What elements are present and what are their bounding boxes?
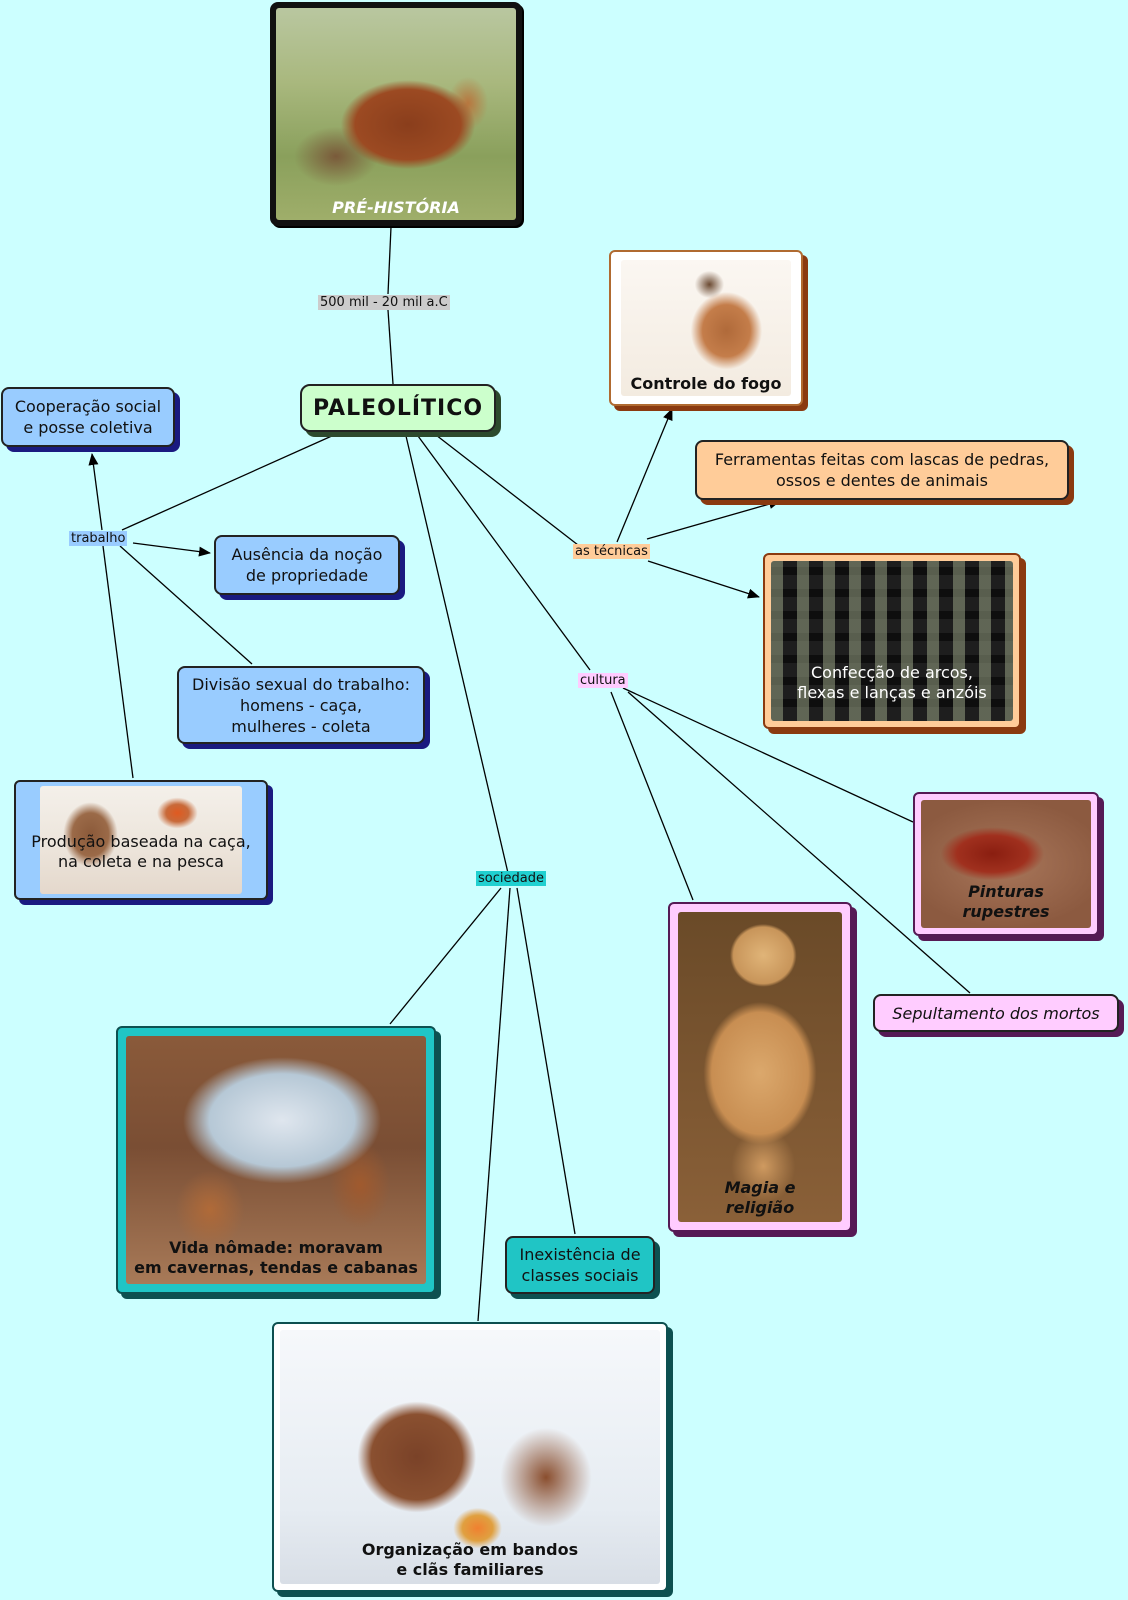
linker-sociedade: sociedade [476, 871, 546, 886]
link-sociedade-nomade [389, 887, 502, 1025]
prehistoria-image-node: PRÉ-HISTÓRIA [270, 2, 522, 226]
pinturas-caption: Pinturas rupestres [962, 882, 1050, 921]
magia-image-node: Magia e religião [668, 902, 852, 1232]
pinturas-image-node: Pinturas rupestres [913, 792, 1099, 936]
magia-caption: Magia e religião [724, 1178, 796, 1217]
cave-life-image [126, 1036, 426, 1284]
cooperacao-node: Cooperação social e posse coletiva [1, 387, 175, 447]
fogo-image-node: Controle do fogo [609, 250, 803, 406]
ausencia-text: Ausência da noção de propriedade [231, 545, 383, 585]
link-trabalho-ausencia [132, 542, 211, 557]
link-sociedade-organizacao [477, 887, 511, 1322]
sepultamento-node: Sepultamento dos mortos [873, 994, 1119, 1032]
link-trabalho-divisao [119, 545, 253, 665]
link-tecnicas-fogo [616, 408, 673, 543]
link-trabalho-producao [102, 545, 134, 779]
linker-trabalho: trabalho [69, 531, 128, 546]
ausencia-node: Ausência da noção de propriedade [214, 535, 400, 595]
link-paleolitico-cultura [417, 435, 591, 671]
linker-cultura: cultura [578, 673, 628, 688]
organizacao-image-node: Organização em bandos e clãs familiares [272, 1322, 668, 1592]
stone-tools-image [771, 561, 1013, 721]
nomade-image-node: Vida nômade: moravam em cavernas, tendas… [116, 1026, 436, 1294]
cooperacao-text: Cooperação social e posse coletiva [14, 397, 162, 437]
link-paleolitico-trabalho [121, 434, 335, 531]
arcos-image-node: Confecção de arcos, flexas e lanças e an… [763, 553, 1021, 729]
linker-tecnicas: as técnicas [573, 544, 650, 559]
link-tecnicas-arcos [647, 560, 760, 599]
ferramentas-node: Ferramentas feitas com lascas de pedras,… [695, 440, 1069, 500]
link-cultura-pinturas [622, 687, 914, 823]
link-paleolitico-sociedade [405, 435, 509, 874]
venus-figurine-image [678, 912, 842, 1222]
cave-painting-image [921, 800, 1091, 928]
link-cultura-sepultamento [627, 691, 971, 994]
fire-control-image [621, 260, 791, 396]
clan-fire-image [280, 1330, 660, 1584]
link-cultura-magia [610, 691, 694, 901]
fogo-caption: Controle do fogo [630, 374, 782, 393]
link-tecnicas-ferramentas [646, 499, 781, 540]
inexistencia-text: Inexistência de classes sociais [519, 1245, 641, 1285]
link-trabalho-cooperacao [88, 453, 103, 531]
producao-caption: Produção baseada na caça, na coleta e na… [31, 832, 251, 871]
paleolitico-title: PALEOLÍTICO [312, 395, 484, 421]
fire-making-image [40, 786, 242, 894]
organizacao-caption: Organização em bandos e clãs familiares [361, 1540, 579, 1579]
link-paleolitico-tecnicas [435, 434, 579, 546]
divisao-text: Divisão sexual do trabalho: homens - caç… [192, 674, 410, 736]
arcos-caption: Confecção de arcos, flexas e lanças e an… [797, 663, 987, 702]
link-periodo-paleolitico [387, 309, 394, 385]
link-sociedade-inexistencia [516, 887, 576, 1235]
sepultamento-text: Sepultamento dos mortos [892, 1003, 1100, 1023]
divisao-node: Divisão sexual do trabalho: homens - caç… [177, 666, 425, 744]
ferramentas-text: Ferramentas feitas com lascas de pedras,… [714, 450, 1050, 490]
paleolitico-root-node: PALEOLÍTICO [300, 384, 496, 432]
link-prehistoria-periodo [387, 226, 392, 295]
hunting-scene-image [276, 8, 516, 220]
period-label: 500 mil - 20 mil a.C [318, 295, 450, 310]
nomade-caption: Vida nômade: moravam em cavernas, tendas… [134, 1238, 418, 1277]
producao-image-node: Produção baseada na caça, na coleta e na… [14, 780, 268, 900]
prehistoria-caption: PRÉ-HISTÓRIA [332, 198, 460, 217]
inexistencia-node: Inexistência de classes sociais [505, 1236, 655, 1294]
